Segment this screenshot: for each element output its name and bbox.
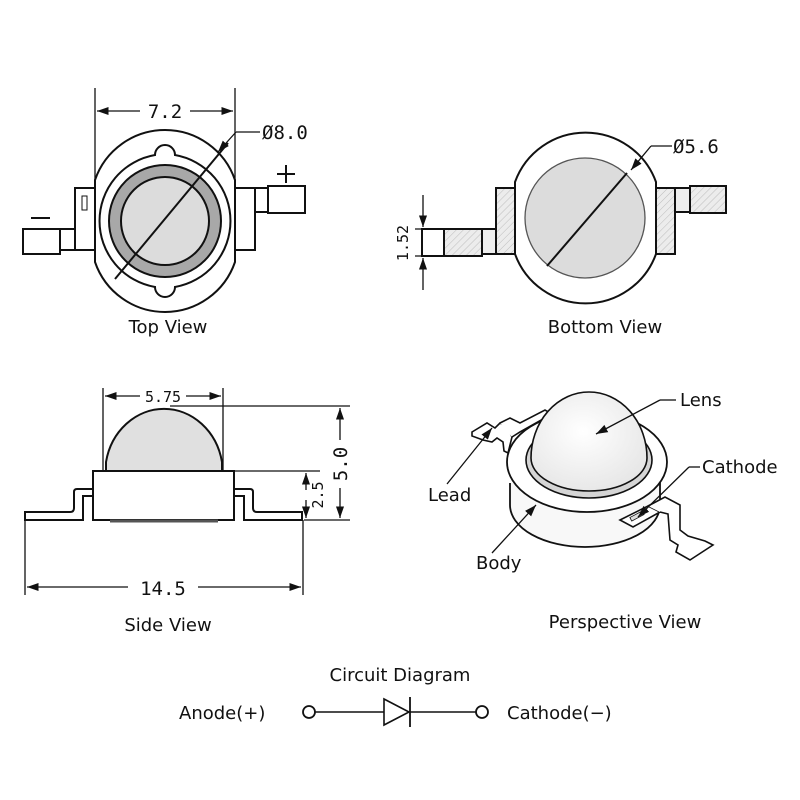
lens-width-label: 5.75	[145, 388, 181, 406]
diameter-label: Ø8.0	[262, 122, 308, 144]
right-lead-pad	[267, 185, 306, 214]
total-height-label: 5.0	[330, 447, 352, 481]
cathode-arrow	[637, 466, 690, 518]
left-lead-neck	[59, 228, 76, 251]
lead-callout: Lead	[428, 485, 471, 506]
bottom-view-title: Bottom View	[548, 317, 662, 338]
lens-callout: Lens	[680, 390, 722, 411]
left-lead-neck	[481, 228, 497, 255]
lead-arrow	[446, 427, 493, 485]
perspective-view-title: Perspective View	[549, 612, 702, 633]
left-lead	[24, 488, 93, 521]
right-lead-neck	[254, 187, 269, 213]
side-view-title: Side View	[124, 615, 211, 636]
cathode-lead	[647, 496, 715, 561]
right-lead-tab	[233, 187, 256, 251]
anode-terminal	[302, 705, 316, 719]
lens-top	[120, 176, 210, 266]
lead-width-label: 1.52	[394, 225, 412, 261]
lens-dome	[530, 391, 648, 492]
body-height-label: 2.5	[309, 481, 327, 508]
width-dimension-label: 7.2	[148, 101, 182, 123]
right-lead	[234, 488, 303, 521]
side-view: 5.75 5.0 2.5 14.5 Side View	[24, 388, 352, 636]
diameter-line	[114, 142, 229, 280]
cathode-label: Cathode(−)	[507, 703, 612, 724]
right-lead-tab	[655, 187, 676, 255]
left-lead-end	[421, 228, 445, 257]
total-length-label: 14.5	[140, 578, 186, 600]
diameter-label: Ø5.6	[673, 136, 719, 158]
top-view-title: Top View	[128, 317, 208, 338]
cathode-callout: Cathode	[702, 457, 778, 478]
lens-dome	[105, 408, 223, 472]
anode-label: Anode(+)	[179, 703, 265, 724]
diode-triangle	[383, 697, 411, 727]
lens-arrow	[595, 399, 661, 435]
bottom-view: Ø5.6 1.52 Bottom View	[394, 131, 727, 338]
diameter-line	[546, 172, 628, 267]
diameter-arrow	[217, 131, 237, 153]
left-lead-pad	[443, 228, 483, 257]
perspective-view: Lens Cathode Lead Body Perspective View	[428, 390, 778, 633]
cathode-mark	[81, 195, 88, 211]
diameter-arrow	[630, 145, 652, 171]
left-lead-pad	[22, 228, 61, 255]
anode-lead-strap	[499, 409, 554, 438]
body-block	[92, 470, 235, 521]
top-view: 7.2 Ø8.0 Top View	[22, 88, 308, 338]
right-lead-neck	[674, 187, 691, 213]
body-arrow	[491, 504, 537, 554]
thermal-pad	[524, 157, 646, 279]
left-lead-tab	[495, 187, 516, 255]
cathode-terminal	[475, 705, 489, 719]
right-lead-pad	[689, 185, 727, 214]
circuit-diagram: Circuit Diagram Anode(+) Cathode(−)	[179, 665, 612, 727]
circuit-title: Circuit Diagram	[330, 665, 471, 686]
body-callout: Body	[476, 553, 522, 574]
inner-ring	[98, 144, 232, 298]
